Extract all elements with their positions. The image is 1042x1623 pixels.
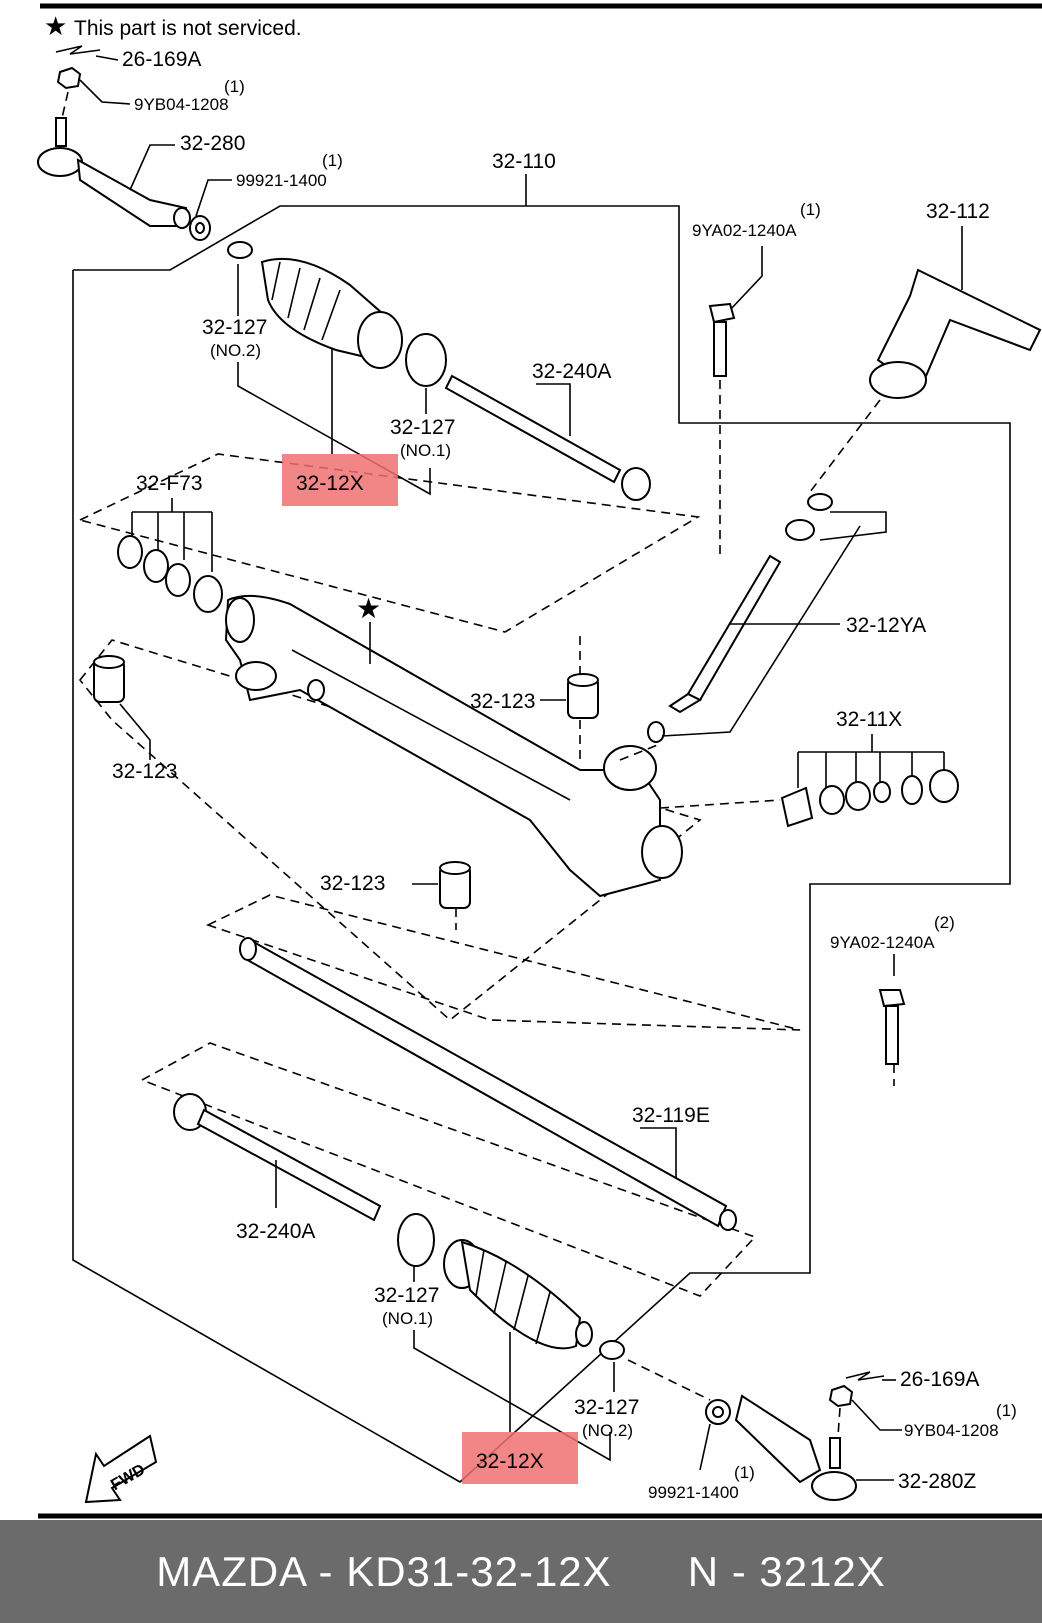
tie-rod-end-left-icon	[37, 117, 191, 229]
label-tie-rod-top: 32-240A	[532, 360, 611, 383]
clip-bottom-icon	[845, 1371, 885, 1381]
boot-bottom-icon	[443, 1239, 593, 1350]
label-mount-bottom: 32-123	[320, 872, 385, 895]
washer-bottom-icon	[705, 1399, 731, 1425]
seal-kit-group-box	[77, 453, 701, 633]
footer-spacer	[612, 1548, 688, 1596]
footer-part-number: MAZDA - KD31-32-12X	[156, 1547, 612, 1595]
clamp-no2-top-icon	[227, 241, 253, 259]
label-clamp-no2-bottom-sub: (NO.2)	[582, 1421, 633, 1440]
label-bolt-top-qty: (1)	[800, 200, 821, 219]
highlight-boot-top	[282, 454, 398, 506]
pinion-seals-icon	[785, 493, 833, 541]
label-cover: 32-112	[926, 200, 990, 223]
rack-group-box	[205, 894, 801, 1031]
mount-group-box	[78, 639, 702, 1022]
label-valve-kit: 32-11X	[836, 708, 902, 731]
label-clamp-no2-top: 32-127	[202, 316, 267, 339]
bolt-top-icon	[708, 302, 736, 377]
mount-bottom-icon	[439, 861, 471, 909]
footer-cross-reference: N - 3212X	[687, 1547, 886, 1595]
label-tie-rod-bottom: 32-240A	[236, 1220, 315, 1243]
boot-top-icon	[260, 258, 403, 369]
clamp-no1-bottom-icon	[397, 1213, 435, 1267]
rack-bar-icon	[239, 937, 737, 1231]
label-washer-top-qty: (1)	[322, 151, 343, 170]
label-tie-rod-end-right: 32-280Z	[898, 1470, 976, 1493]
gear-housing-icon	[224, 594, 683, 898]
label-nut-bottom-qty: (1)	[996, 1401, 1017, 1420]
tie-rod-top-icon	[444, 374, 651, 501]
label-washer-bottom: 99921-1400	[648, 1483, 739, 1502]
highlight-boot-bottom	[462, 1432, 578, 1484]
label-tie-rod-end-left: 32-280	[180, 132, 245, 155]
tie-rod-end-right-icon	[734, 1394, 857, 1501]
legend-star-icon: ★	[44, 11, 67, 41]
label-mount-right: 32-123	[470, 690, 535, 713]
label-bolt-bottom: 9YA02-1240A	[830, 933, 935, 952]
seal-kit-icon	[117, 535, 223, 613]
label-boot-top: 32-12X	[296, 472, 364, 495]
label-clamp-no1-top-sub: (NO.1)	[400, 441, 451, 460]
label-seal-kit: 32-F73	[136, 472, 203, 495]
label-nut-top-qty: (1)	[224, 77, 245, 96]
steering-gear-cover-icon	[869, 268, 1042, 399]
label-gear-assembly: 32-110	[492, 150, 556, 173]
label-bolt-top: 9YA02-1240A	[692, 221, 797, 240]
washer-top-icon	[189, 215, 211, 241]
label-washer-bottom-qty: (1)	[734, 1463, 755, 1482]
label-nut-top: 9YB04-1208	[134, 95, 229, 114]
label-clip-top: 26-169A	[122, 48, 201, 71]
label-clamp-no1-top: 32-127	[390, 416, 455, 439]
label-boot-bottom: 32-12X	[476, 1450, 544, 1473]
label-pinion: 32-12YA	[846, 614, 926, 637]
label-clamp-no1-bottom: 32-127	[374, 1284, 439, 1307]
label-nut-bottom: 9YB04-1208	[904, 1421, 999, 1440]
not-serviced-star-icon: ★	[356, 593, 381, 624]
mount-left-icon	[93, 655, 125, 703]
nut-top-icon	[56, 66, 82, 90]
gear-assembly-outline	[72, 205, 1011, 1483]
label-mount-left: 32-123	[112, 760, 177, 783]
clip-top-icon	[55, 45, 101, 55]
label-clip-bottom: 26-169A	[900, 1368, 979, 1391]
mount-right-icon	[567, 673, 599, 719]
label-washer-top: 99921-1400	[236, 171, 327, 190]
clamp-no2-bottom-icon	[599, 1340, 625, 1360]
tie-rod-group-box	[140, 1042, 757, 1297]
legend-text: This part is not serviced.	[74, 17, 302, 40]
pinion-shaft-icon	[647, 554, 782, 743]
steering-gear-exploded-diagram: ★ This part is not serviced. 26-169A (1)…	[37, 3, 1042, 1519]
fwd-arrow-icon: FWD	[84, 1434, 158, 1504]
part-number-footer: MAZDA - KD31-32-12X N - 3212X	[0, 1520, 1042, 1623]
label-bolt-bottom-qty: (2)	[934, 913, 955, 932]
label-clamp-no2-bottom: 32-127	[574, 1396, 639, 1419]
bolt-bottom-icon	[878, 989, 906, 1065]
valve-kit-icon	[780, 769, 959, 828]
clamp-no1-top-icon	[405, 333, 447, 387]
label-rack: 32-119E	[632, 1104, 710, 1127]
label-clamp-no2-top-sub: (NO.2)	[210, 341, 261, 360]
tie-rod-bottom-icon	[173, 1093, 382, 1222]
nut-bottom-icon	[828, 1384, 854, 1408]
label-clamp-no1-bottom-sub: (NO.1)	[382, 1309, 433, 1328]
